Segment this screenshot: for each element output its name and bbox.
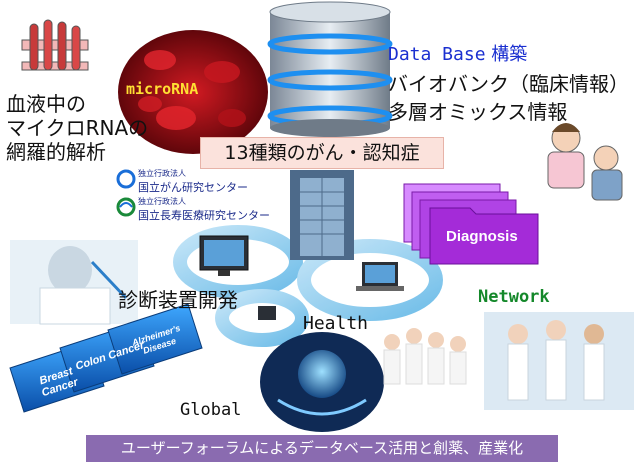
institution-type: 独立行政法人 (138, 169, 186, 178)
institution-ncc: 独立行政法人 国立がん研究センター (138, 168, 248, 195)
institution-ncgg: 独立行政法人 国立長寿医療研究センター (138, 196, 270, 223)
global-label: Global (180, 400, 242, 420)
globe-in-hands-image (260, 332, 384, 432)
nurse-patient-illustration (547, 123, 623, 201)
cancer-dementia-box: 13種類のがん・認知症 (200, 137, 444, 169)
database-cylinder-icon (267, 1, 393, 137)
blood-cells-image (118, 30, 268, 154)
diagnostic-device-caption: 診断装置開発 (118, 288, 238, 312)
network-ring (173, 225, 443, 347)
people-group-image (383, 328, 467, 385)
microrna-label: microRNA (126, 80, 199, 98)
diagnosis-label: Diagnosis (446, 228, 518, 245)
laptop-icon (356, 262, 404, 291)
disease-tabs-graphic (9, 303, 203, 413)
user-forum-banner: ユーザーフォーラムによるデータベース活用と創薬、産業化 (86, 435, 558, 462)
network-label: Network (478, 287, 550, 307)
institution-type: 独立行政法人 (138, 197, 186, 206)
caption-line-3: 網羅的解析 (6, 140, 106, 164)
biobank-caption: バイオバンク（臨床情報） (388, 72, 629, 96)
institution-name: 国立がん研究センター (138, 181, 248, 194)
database-title: Data Base 構築 (388, 40, 527, 66)
diagnosis-folders-icon (403, 183, 539, 265)
ncc-logo-icon (116, 169, 136, 189)
health-label: Health (303, 313, 369, 334)
hospital-building-image (290, 170, 354, 260)
scientist-photo (10, 240, 138, 325)
database-title-en: Data Base (388, 44, 486, 65)
tablet-icon (258, 306, 276, 320)
desktop-computer-icon (199, 235, 249, 276)
database-title-jp: 構築 (491, 44, 528, 65)
microrna-analysis-caption: 血液中の マイクロRNAの 網羅的解析 (6, 92, 148, 164)
omics-caption: 多層オミックス情報 (388, 100, 568, 124)
test-tubes-icon (21, 19, 89, 71)
caption-line-1: 血液中の (6, 92, 86, 116)
doctors-photo (484, 312, 634, 410)
institution-name: 国立長寿医療研究センター (138, 209, 270, 222)
ncgg-logo-icon (116, 197, 136, 217)
caption-line-2: マイクロRNAの (6, 116, 149, 140)
